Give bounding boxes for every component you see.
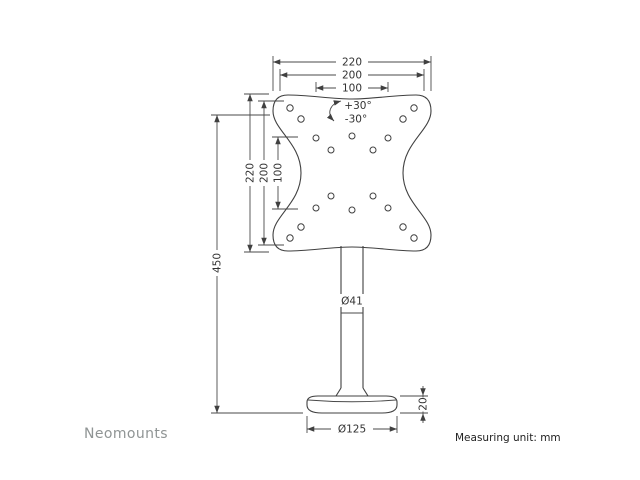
dim-top-200-label: 200 bbox=[342, 70, 362, 82]
base-diameter-label: Ø125 bbox=[338, 424, 366, 436]
dimension-left-100: 100 bbox=[273, 137, 285, 209]
dim-left-100-label: 100 bbox=[273, 163, 285, 183]
dimension-left-220: 220 bbox=[245, 94, 257, 252]
pole-diameter-label-bg bbox=[334, 294, 370, 307]
tilt-down-label: -30° bbox=[345, 114, 367, 126]
measuring-unit-note: Measuring unit: mm bbox=[455, 432, 561, 444]
dimension-base-diameter: Ø125 bbox=[307, 424, 397, 436]
dimension-top-220: 220 bbox=[273, 57, 431, 69]
dimension-base-thickness: 20 bbox=[416, 386, 430, 423]
plate-corner-holes bbox=[286, 104, 418, 242]
dimension-left-200: 200 bbox=[259, 101, 271, 245]
dimension-height-450: 450 bbox=[212, 115, 224, 413]
base-thickness-label: 20 bbox=[418, 397, 430, 410]
tilt-up-label: +30° bbox=[344, 100, 371, 112]
pole-diameter-label: Ø41 bbox=[341, 296, 363, 308]
dim-left-200-label: 200 bbox=[259, 163, 271, 183]
base-thickness-label-bg bbox=[416, 397, 429, 412]
brand-logo: Neomounts bbox=[84, 426, 168, 442]
dim-top-100-label: 100 bbox=[342, 83, 362, 95]
base bbox=[306, 395, 398, 414]
pole: Ø41 bbox=[334, 246, 370, 397]
dim-left-220-label: 220 bbox=[245, 163, 257, 183]
plate-vesa-holes bbox=[312, 132, 392, 214]
dim-top-220-label: 220 bbox=[342, 57, 362, 69]
vesa-plate: +30° -30° bbox=[272, 94, 432, 252]
dimension-top-200: 200 bbox=[280, 70, 424, 82]
dimension-top-100: 100 bbox=[316, 83, 388, 95]
dim-450-label: 450 bbox=[212, 253, 224, 273]
tilt-annotation: +30° -30° bbox=[326, 100, 372, 126]
dimension-extension-lines bbox=[211, 56, 432, 433]
